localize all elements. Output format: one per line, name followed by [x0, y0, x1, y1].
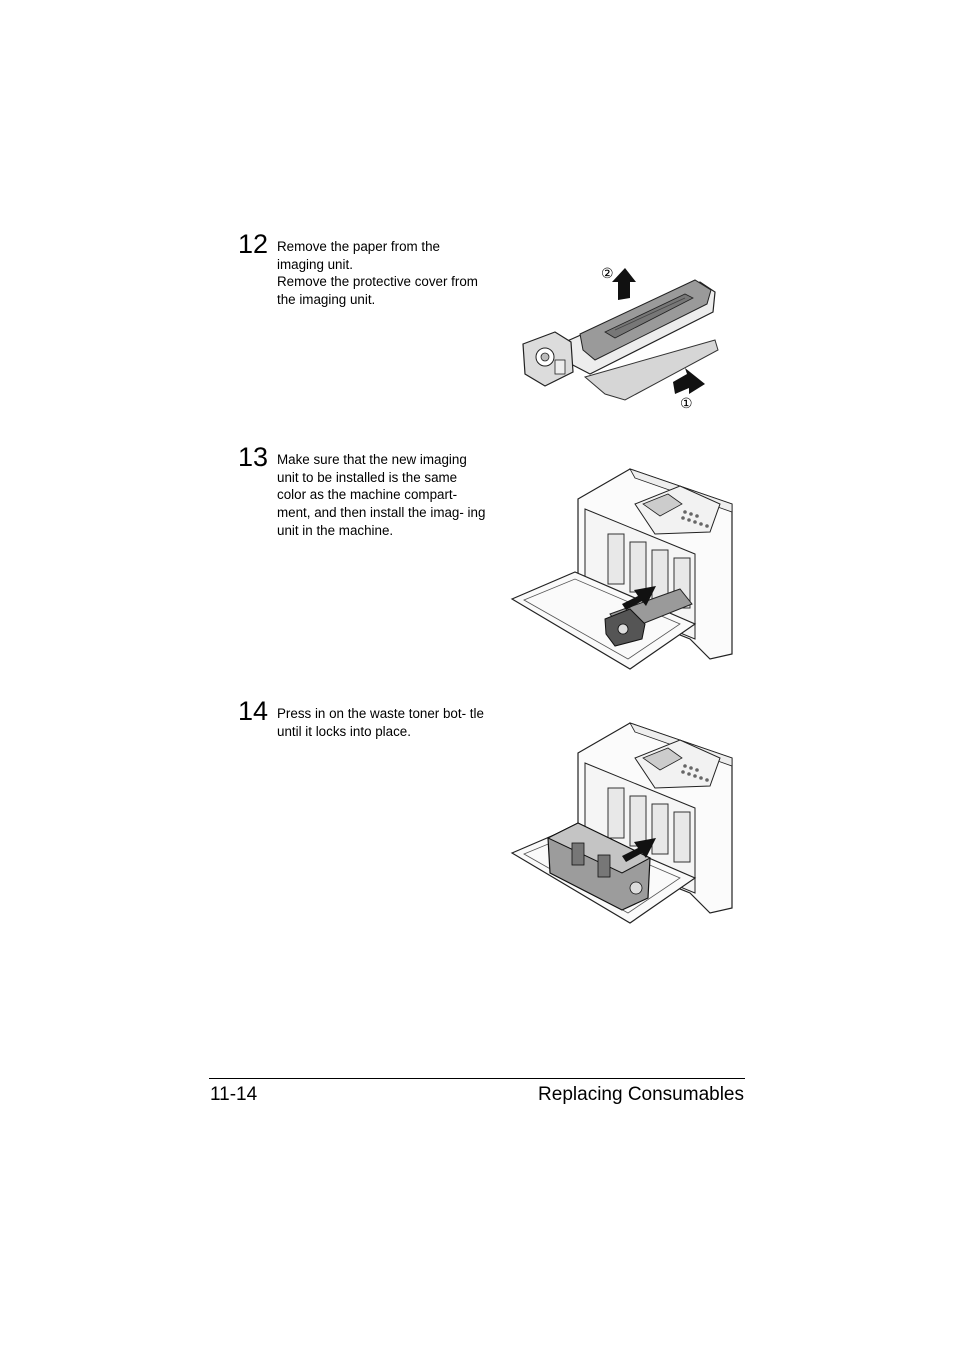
step-instructions: Make sure that the new imaging unit to b… — [277, 451, 487, 540]
imaging-unit-illustration — [522, 268, 719, 401]
section-title: Replacing Consumables — [538, 1084, 744, 1105]
instruction-line: Make sure that the new imaging unit to b… — [277, 452, 486, 538]
printer-imaging-unit-install-illustration — [510, 468, 733, 670]
instruction-line: Remove the protective cover from the ima… — [277, 274, 478, 308]
instruction-line: Press in on the waste toner bot- tle unt… — [277, 706, 484, 739]
step-number: 13 — [238, 442, 269, 472]
step-number: 14 — [238, 696, 269, 726]
page-number: 11-14 — [210, 1084, 258, 1105]
footer-divider — [209, 1078, 745, 1079]
callout-one: ① — [680, 395, 693, 411]
step-instructions: Remove the paper from the imaging unit. … — [277, 238, 487, 309]
instruction-line: Remove the paper from the imaging unit. — [277, 239, 441, 272]
step-number: 12 — [238, 229, 269, 259]
step-instructions: Press in on the waste toner bot- tle unt… — [277, 705, 487, 740]
printer-waste-toner-bottle-illustration — [510, 722, 733, 924]
callout-two: ② — [601, 265, 614, 281]
